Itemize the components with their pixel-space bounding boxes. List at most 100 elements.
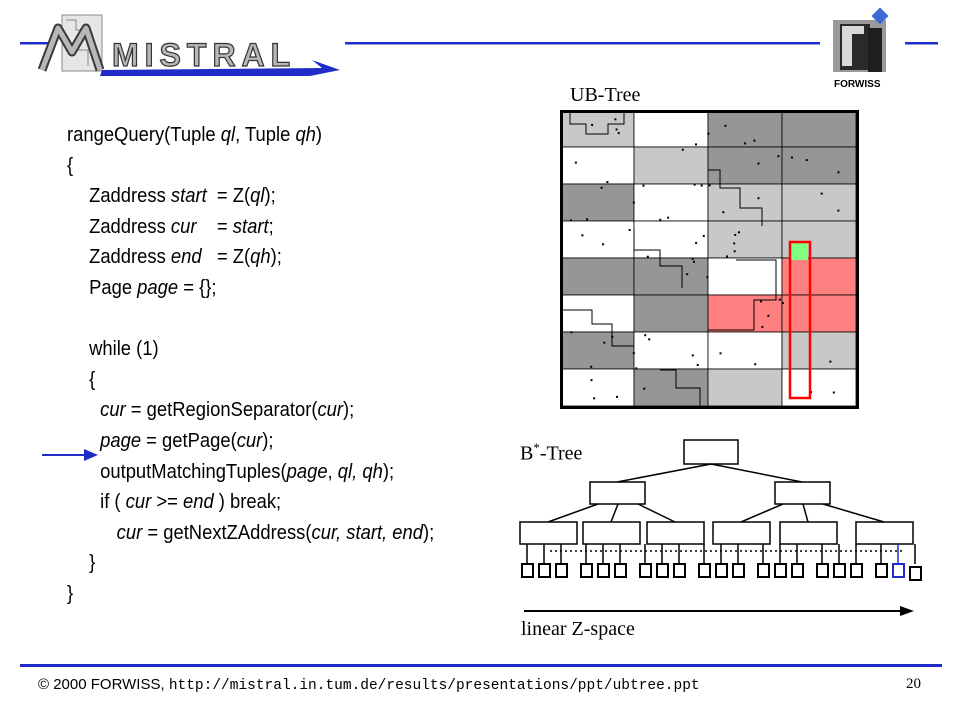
b-tree-leaf-node <box>712 521 771 545</box>
z-region <box>707 110 783 148</box>
data-page <box>639 563 652 578</box>
region-boundary <box>708 169 763 226</box>
z-region <box>560 183 635 222</box>
code-identifier: cur <box>236 429 263 452</box>
data-point <box>591 123 594 126</box>
b-tree-edge <box>822 503 885 523</box>
data-point <box>570 219 572 222</box>
data-page <box>850 563 863 578</box>
data-point <box>600 186 603 189</box>
code-text: ); <box>270 246 282 269</box>
data-point <box>724 124 727 127</box>
data-point <box>708 184 711 187</box>
data-point <box>646 255 649 258</box>
code-line: Zaddress start = Z(ql); <box>67 181 434 212</box>
z-region <box>560 331 635 370</box>
code-identifier: ql, qh <box>337 460 383 483</box>
region-boundary <box>569 112 625 135</box>
b-tree-leaf-node <box>779 521 838 545</box>
b-tree-inner-node <box>774 481 831 505</box>
header-rule-center <box>345 42 820 45</box>
code-text: ) break; <box>213 491 282 514</box>
code-identifier: ql <box>220 124 236 146</box>
code-line: Page page = {}; <box>67 273 434 304</box>
b-tree-root-node <box>683 439 739 465</box>
ub-tree-diagram <box>560 110 859 409</box>
code-line: Zaddress cur = start; <box>67 212 434 243</box>
z-region <box>633 110 709 148</box>
data-point <box>632 201 635 204</box>
b-tree-edge <box>740 503 784 523</box>
z-space-axis-label: linear Z-space <box>521 618 635 640</box>
code-text: = Z( <box>201 246 251 269</box>
forwiss-logo: FORWISS <box>833 7 889 90</box>
data-point <box>757 197 760 200</box>
b-tree-edge <box>610 503 619 523</box>
code-text: = getPage( <box>141 429 237 452</box>
data-point <box>695 143 697 146</box>
footer-url[interactable]: http://mistral.in.tum.de/results/present… <box>168 678 700 694</box>
code-text: } <box>89 552 96 575</box>
data-point <box>614 118 617 121</box>
code-identifier: cur <box>116 521 143 544</box>
code-identifier: qh <box>295 124 316 146</box>
z-region <box>560 294 635 333</box>
data-point <box>570 331 573 334</box>
header-rule-left <box>20 42 50 45</box>
data-point <box>617 132 620 135</box>
footer-rule <box>20 664 942 667</box>
code-text: ); <box>264 185 276 208</box>
z-region <box>560 368 635 407</box>
z-region <box>781 110 857 148</box>
data-point <box>593 397 596 400</box>
code-text: { <box>89 368 96 391</box>
mistral-logo <box>37 14 340 76</box>
data-page <box>580 563 593 578</box>
code-line: cur = getNextZAddress(cur, start, end); <box>67 518 435 549</box>
code-text: = <box>196 215 233 238</box>
current-line-arrow <box>42 449 98 461</box>
z-region <box>707 331 783 370</box>
code-text: } <box>67 582 74 605</box>
ub-tree-caption: UB-Tree <box>570 84 641 106</box>
data-point <box>738 231 740 234</box>
data-point <box>744 142 746 145</box>
current-data-page <box>892 563 905 578</box>
code-listing: rangeQuery(Tuple ql, Tuple qh){Zaddress … <box>67 120 434 610</box>
region-boundary <box>708 259 777 331</box>
code-text: ); <box>422 521 435 544</box>
code-text: rangeQuery(Tuple <box>67 124 221 146</box>
code-text: outputMatchingTuples( <box>100 460 287 483</box>
code-identifier: cur <box>170 215 197 238</box>
data-point <box>757 162 760 165</box>
b-tree-edge <box>710 463 803 483</box>
footer-copyright: © 2000 FORWISS, <box>38 676 165 693</box>
data-point <box>754 363 757 366</box>
data-page <box>909 566 922 581</box>
data-point <box>734 233 737 236</box>
code-identifier: cur <box>125 491 152 514</box>
code-text: { <box>67 154 74 177</box>
data-point <box>726 255 728 258</box>
data-point <box>642 184 645 187</box>
data-point <box>586 218 589 221</box>
z-region <box>781 146 857 185</box>
data-point <box>635 367 638 370</box>
data-point <box>644 334 647 337</box>
data-point <box>648 338 651 341</box>
code-line: outputMatchingTuples(page, ql, qh); <box>67 457 434 488</box>
code-text: Zaddress <box>89 246 171 269</box>
page-number: 20 <box>906 676 921 692</box>
z-region <box>633 183 709 222</box>
data-point <box>702 234 705 237</box>
z-region <box>633 220 709 259</box>
data-page <box>521 563 534 578</box>
z-region <box>781 257 857 296</box>
code-text: , <box>327 460 338 483</box>
data-page <box>673 563 686 578</box>
data-point <box>693 260 695 263</box>
data-point <box>691 354 694 357</box>
data-point <box>778 298 781 301</box>
code-identifier: cur <box>100 399 126 422</box>
z-region <box>707 257 783 296</box>
